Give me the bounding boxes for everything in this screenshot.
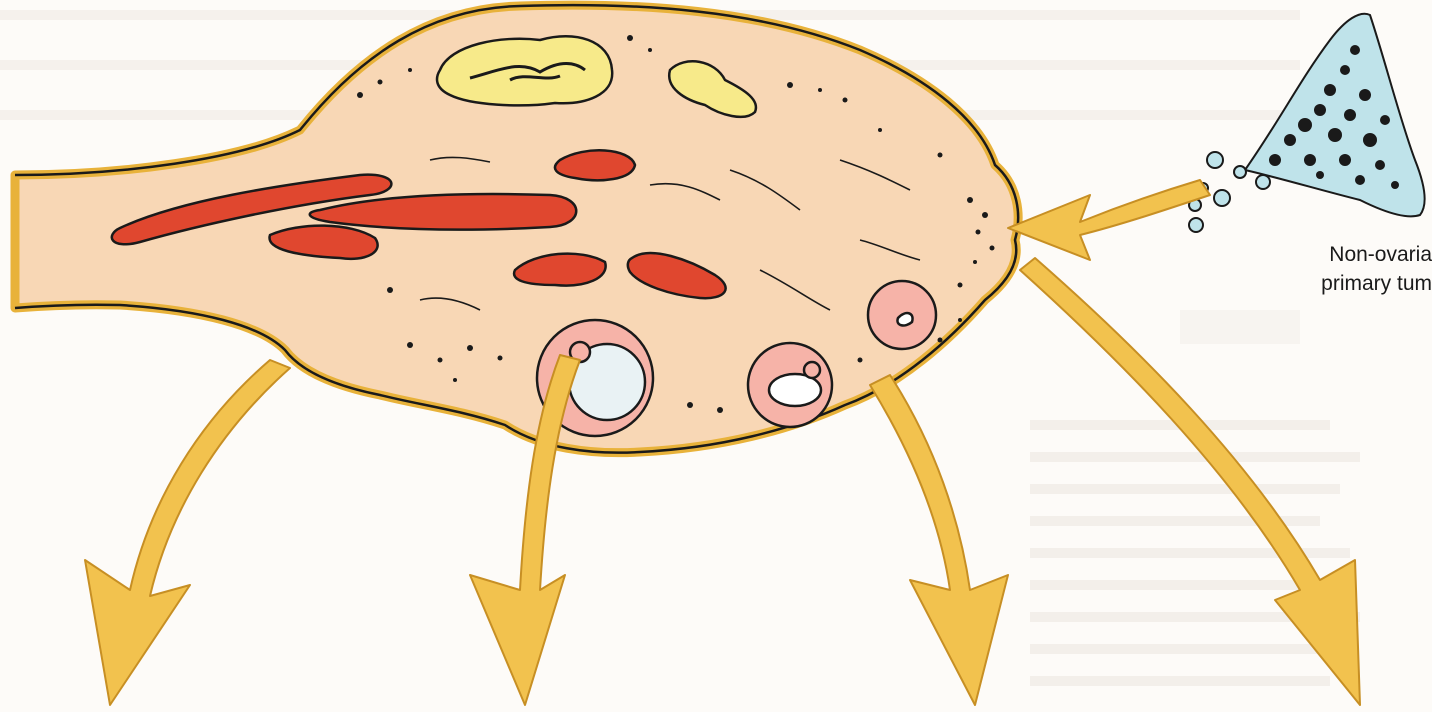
primary-tumor-label: Non-ovaria primary tum [1292,240,1432,298]
arrow-right [870,375,1008,705]
incoming-arrow [1008,180,1210,260]
primary-tumor-label-line-1: Non-ovaria [1292,240,1432,269]
arrow-left [85,360,290,705]
follicle-small-center [897,313,912,325]
primary-tumor [1189,14,1425,232]
follicle-medium-oocyte [804,362,820,378]
primary-tumor-label-line-2: primary tum [1292,269,1432,298]
